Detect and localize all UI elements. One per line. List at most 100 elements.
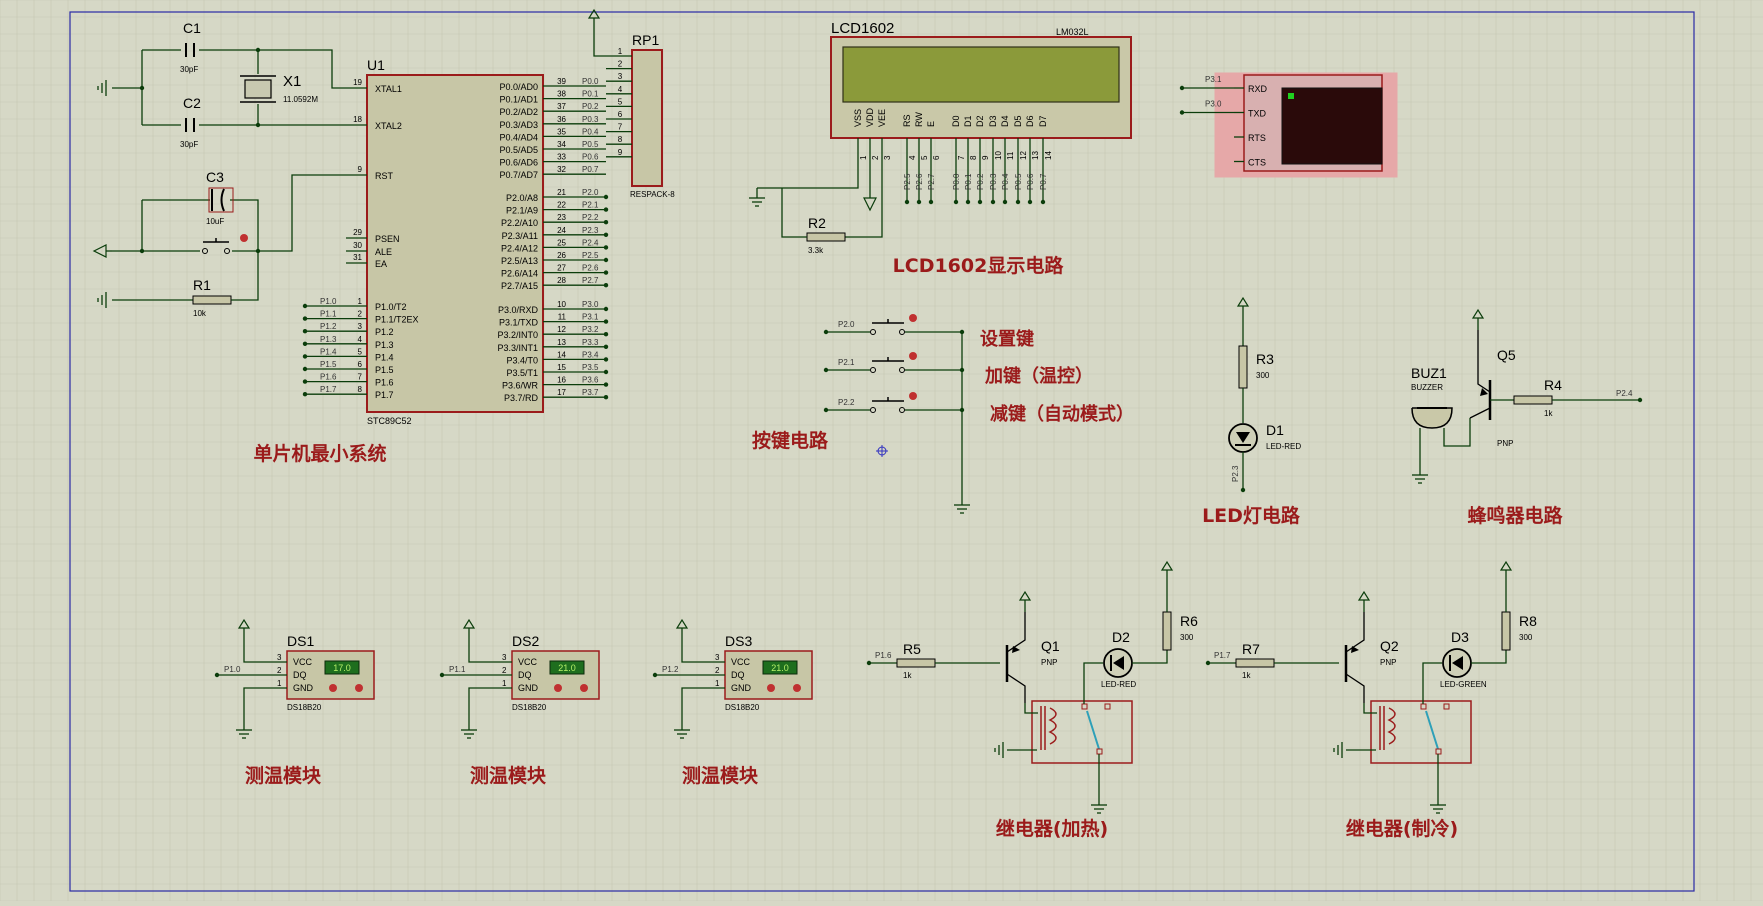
ds2-ref: DS2: [512, 633, 539, 649]
junction-dot: [603, 245, 609, 250]
ds-pin-name: DQ: [293, 670, 307, 680]
net-label: P2.3: [1231, 465, 1240, 482]
lcd-pin-number: 6: [932, 155, 941, 160]
section-label-relay_cool: 继电器(制冷): [1346, 817, 1458, 840]
u1-pin-number: 7: [358, 373, 363, 382]
wire: [468, 687, 490, 720]
r8-ref: R8: [1519, 613, 1537, 629]
ds-pin-name: VCC: [293, 657, 313, 667]
lcd-pin-name: D1: [963, 115, 973, 127]
u1-pin-number: 30: [353, 241, 362, 250]
junction-dot: [603, 257, 609, 263]
power-arrow-icon: [1499, 560, 1513, 571]
junction-dot: [302, 354, 308, 359]
lcd-pin-name: RS: [902, 114, 912, 127]
wire: [1363, 703, 1377, 714]
wire: [1083, 662, 1103, 704]
r6-value: 300: [1180, 633, 1194, 642]
q2-ref: Q2: [1380, 638, 1399, 654]
u1-pin-number: 8: [358, 385, 363, 394]
c1-value: 30pF: [180, 65, 198, 74]
net-label: P3.1: [582, 313, 599, 322]
junction-dot: [866, 660, 872, 666]
u1-pin-number: 34: [557, 140, 566, 149]
relay-contact: [1420, 703, 1427, 710]
u1-pin-number: 12: [557, 325, 566, 334]
section-label-lcd: LCD1602显示电路: [893, 254, 1065, 277]
d2-part: LED-RED: [1101, 680, 1136, 689]
ds1-part: DS18B20: [287, 703, 322, 712]
rp1-part: RESPACK-8: [630, 190, 675, 199]
junction-dot: [823, 407, 829, 413]
relay-coil-icon: [1048, 707, 1057, 745]
ds3-part: DS18B20: [725, 703, 760, 712]
d3-ref: D3: [1451, 629, 1469, 645]
junction-dot: [603, 332, 609, 337]
junction-dot: [603, 357, 609, 362]
transistor-collector: [1345, 673, 1365, 703]
net-label: P2.1: [838, 358, 855, 367]
net-label: P1.1: [320, 310, 337, 319]
wire: [230, 199, 259, 251]
junction-dot: [928, 199, 934, 205]
power-arrow-icon: [1471, 308, 1485, 319]
resistor-r7: [1235, 658, 1275, 668]
u1-pin-number: 13: [557, 338, 566, 347]
u1-pin-number: 31: [353, 253, 362, 262]
key-indicator: [909, 314, 917, 322]
u1-pin-name: PSEN: [375, 234, 400, 244]
u1-pin-number: 27: [557, 264, 566, 273]
r3-ref: R3: [1256, 351, 1274, 367]
u1-pin-number: 29: [353, 228, 362, 237]
junction-dot: [302, 379, 308, 384]
resistor-r4: [1513, 395, 1553, 405]
junction-dot: [603, 319, 609, 324]
r5-value: 1k: [903, 671, 912, 680]
u1-pin-name: P0.3/AD3: [499, 120, 538, 130]
led-d1-symbol: [1236, 432, 1250, 443]
u1-pin-name: P2.7/A15: [501, 281, 538, 291]
ds-button: [793, 684, 801, 692]
rp1-pin-number: 6: [618, 110, 623, 119]
junction-dot: [603, 306, 609, 312]
power-arrow-icon: [1018, 590, 1032, 601]
u1-pin-name: P1.3: [375, 340, 394, 350]
wire: [258, 174, 340, 252]
net-label: P2.2: [582, 213, 599, 222]
ds-display: [762, 660, 798, 675]
net-label: P2.3: [582, 226, 599, 235]
net-label: P2.4: [582, 238, 599, 247]
u1-pin-name: RST: [375, 171, 394, 181]
ds-pin-number: 3: [715, 653, 720, 662]
junction-dot: [603, 369, 609, 375]
c1-ref: C1: [183, 20, 201, 36]
button-contact: [202, 248, 208, 254]
u1-pin-number: 9: [358, 165, 363, 174]
wire: [243, 640, 265, 663]
relay-contact: [1081, 703, 1088, 710]
lcd-vee-wire: [845, 150, 883, 238]
u1-pin-number: 5: [358, 347, 363, 356]
net-label: P0.1: [964, 173, 973, 190]
q1-part: PNP: [1041, 658, 1057, 667]
u1-pin-name: P1.7: [375, 390, 394, 400]
junction-dot: [302, 392, 308, 397]
d1-ref: D1: [1266, 422, 1284, 438]
net-label: P1.7: [320, 385, 337, 394]
u1-pin-name: XTAL2: [375, 121, 402, 131]
u1-pin-name: P2.3/A11: [502, 231, 538, 241]
lcd-vdd-arrow-icon: [863, 197, 877, 212]
power-arrow-icon: [1357, 590, 1371, 601]
u1-pin-name: P2.4/A12: [501, 243, 538, 253]
power-arrow-icon: [462, 618, 476, 629]
ds-reading: 17.0: [333, 663, 351, 673]
u1-pin-number: 22: [557, 201, 566, 210]
ds-pin-number: 1: [715, 679, 720, 688]
section-label-temp2: 测温模块: [470, 764, 547, 787]
u1-pin-number: 2: [358, 310, 363, 319]
relay-coil-icon: [1387, 707, 1396, 745]
junction-dot: [990, 199, 996, 205]
transistor-arrow-icon: [1480, 388, 1488, 396]
lcd-pin-name: VEE: [877, 109, 887, 127]
